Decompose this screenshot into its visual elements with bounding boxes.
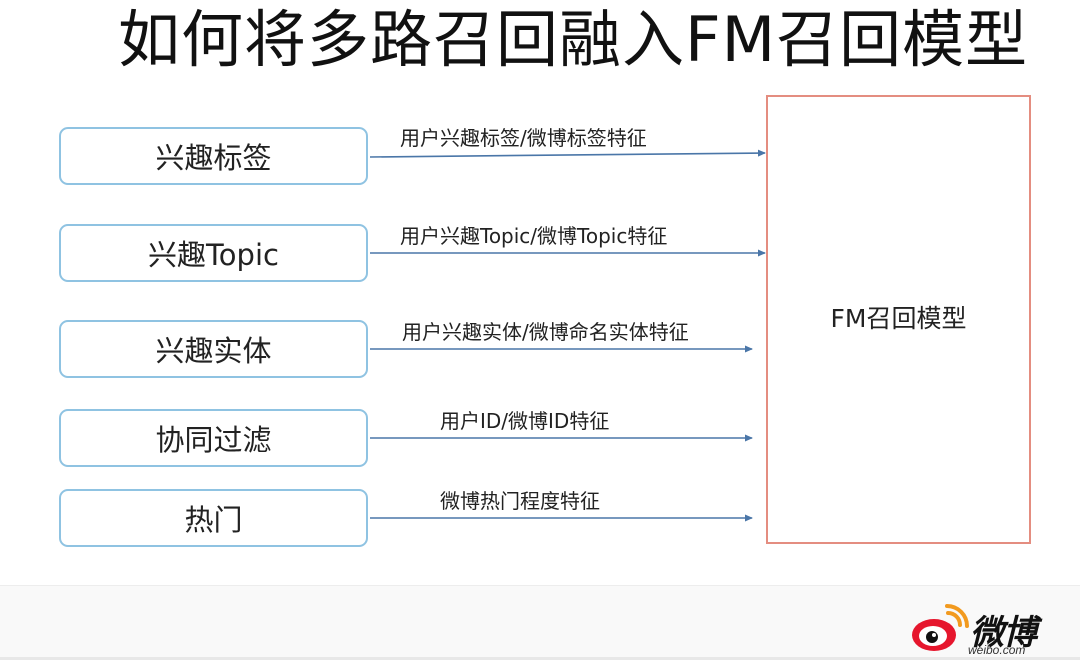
source-node-interest-entity: 兴趣实体 <box>59 320 368 378</box>
source-node-interest-tags: 兴趣标签 <box>59 127 368 185</box>
slide: 如何将多路召回融入FM召回模型 兴趣标签 兴趣Topic 兴趣实体 协同过滤 热… <box>59 3 1031 547</box>
edge-label-collaborative-filtering: 用户ID/微博ID特征 <box>440 409 610 433</box>
arrows-layer <box>369 149 766 522</box>
source-node-interest-topic: 兴趣Topic <box>59 224 368 282</box>
edge-label-hot: 微博热门程度特征 <box>440 489 600 513</box>
source-node-hot: 热门 <box>59 489 368 547</box>
edge-label-interest-entity: 用户兴趣实体/微博命名实体特征 <box>402 320 689 344</box>
arrow-interest-tags <box>369 149 766 158</box>
weibo-logo: 微博 weibo.com <box>910 603 1050 657</box>
source-node-collaborative-filtering: 协同过滤 <box>59 409 368 467</box>
page-title: 如何将多路召回融入FM召回模型 <box>118 3 1029 76</box>
weibo-logo-text: 微博 <box>970 613 1037 653</box>
target-node-fm-model: FM召回模型 <box>766 95 1031 544</box>
edge-label-interest-topic: 用户兴趣Topic/微博Topic特征 <box>400 224 668 248</box>
weibo-eye-icon <box>912 604 969 651</box>
target-node-label: FM召回模型 <box>830 303 967 333</box>
weibo-logo-url: weibo.com <box>968 643 1026 657</box>
edge-label-interest-tags: 用户兴趣标签/微博标签特征 <box>400 126 647 150</box>
